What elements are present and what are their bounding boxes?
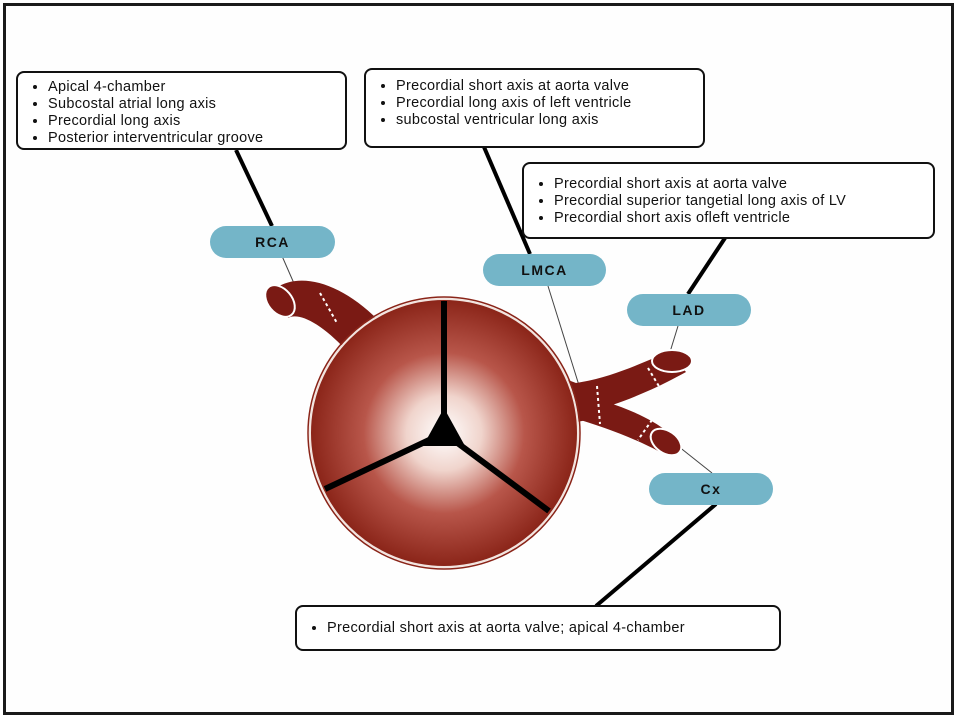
rca-note-item: Posterior interventricular groove [48,130,335,147]
rca-note-item: Apical 4-chamber [48,79,335,96]
cx-note: Precordial short axis at aorta valve; ap… [295,605,781,651]
cx-label: Cx [649,473,773,505]
rca-note-connector [234,149,274,227]
lad-label: LAD [627,294,751,326]
lmca-label: LMCA [483,254,606,286]
rca-note-item: Precordial long axis [48,113,335,130]
lad-note-item: Precordial short axis ofleft ventricle [554,210,923,227]
lmca-note-connector [482,146,532,255]
rca-note-item: Subcostal atrial long axis [48,96,335,113]
rca-note: Apical 4-chamber Subcostal atrial long a… [16,71,347,150]
cx-note-connector [594,502,718,608]
lad-note: Precordial short axis at aorta valve Pre… [522,162,935,239]
cx-vessel-connector [677,445,713,474]
lmca-vessel-connector [547,285,583,396]
lmca-note: Precordial short axis at aorta valve Pre… [364,68,705,148]
lad-note-connector [686,236,727,296]
rca-label: RCA [210,226,335,258]
lad-vessel-connector [669,325,679,353]
cx-note-item: Precordial short axis at aorta valve; ap… [327,620,769,637]
lmca-note-item: subcostal ventricular long axis [396,112,693,129]
lmca-note-item: Precordial long axis of left ventricle [396,95,693,112]
lad-note-item: Precordial short axis at aorta valve [554,176,923,193]
lad-note-item: Precordial superior tangetial long axis … [554,193,923,210]
aortic-root [307,296,581,570]
left-coronary-vessels [566,349,693,457]
lmca-note-item: Precordial short axis at aorta valve [396,78,693,95]
